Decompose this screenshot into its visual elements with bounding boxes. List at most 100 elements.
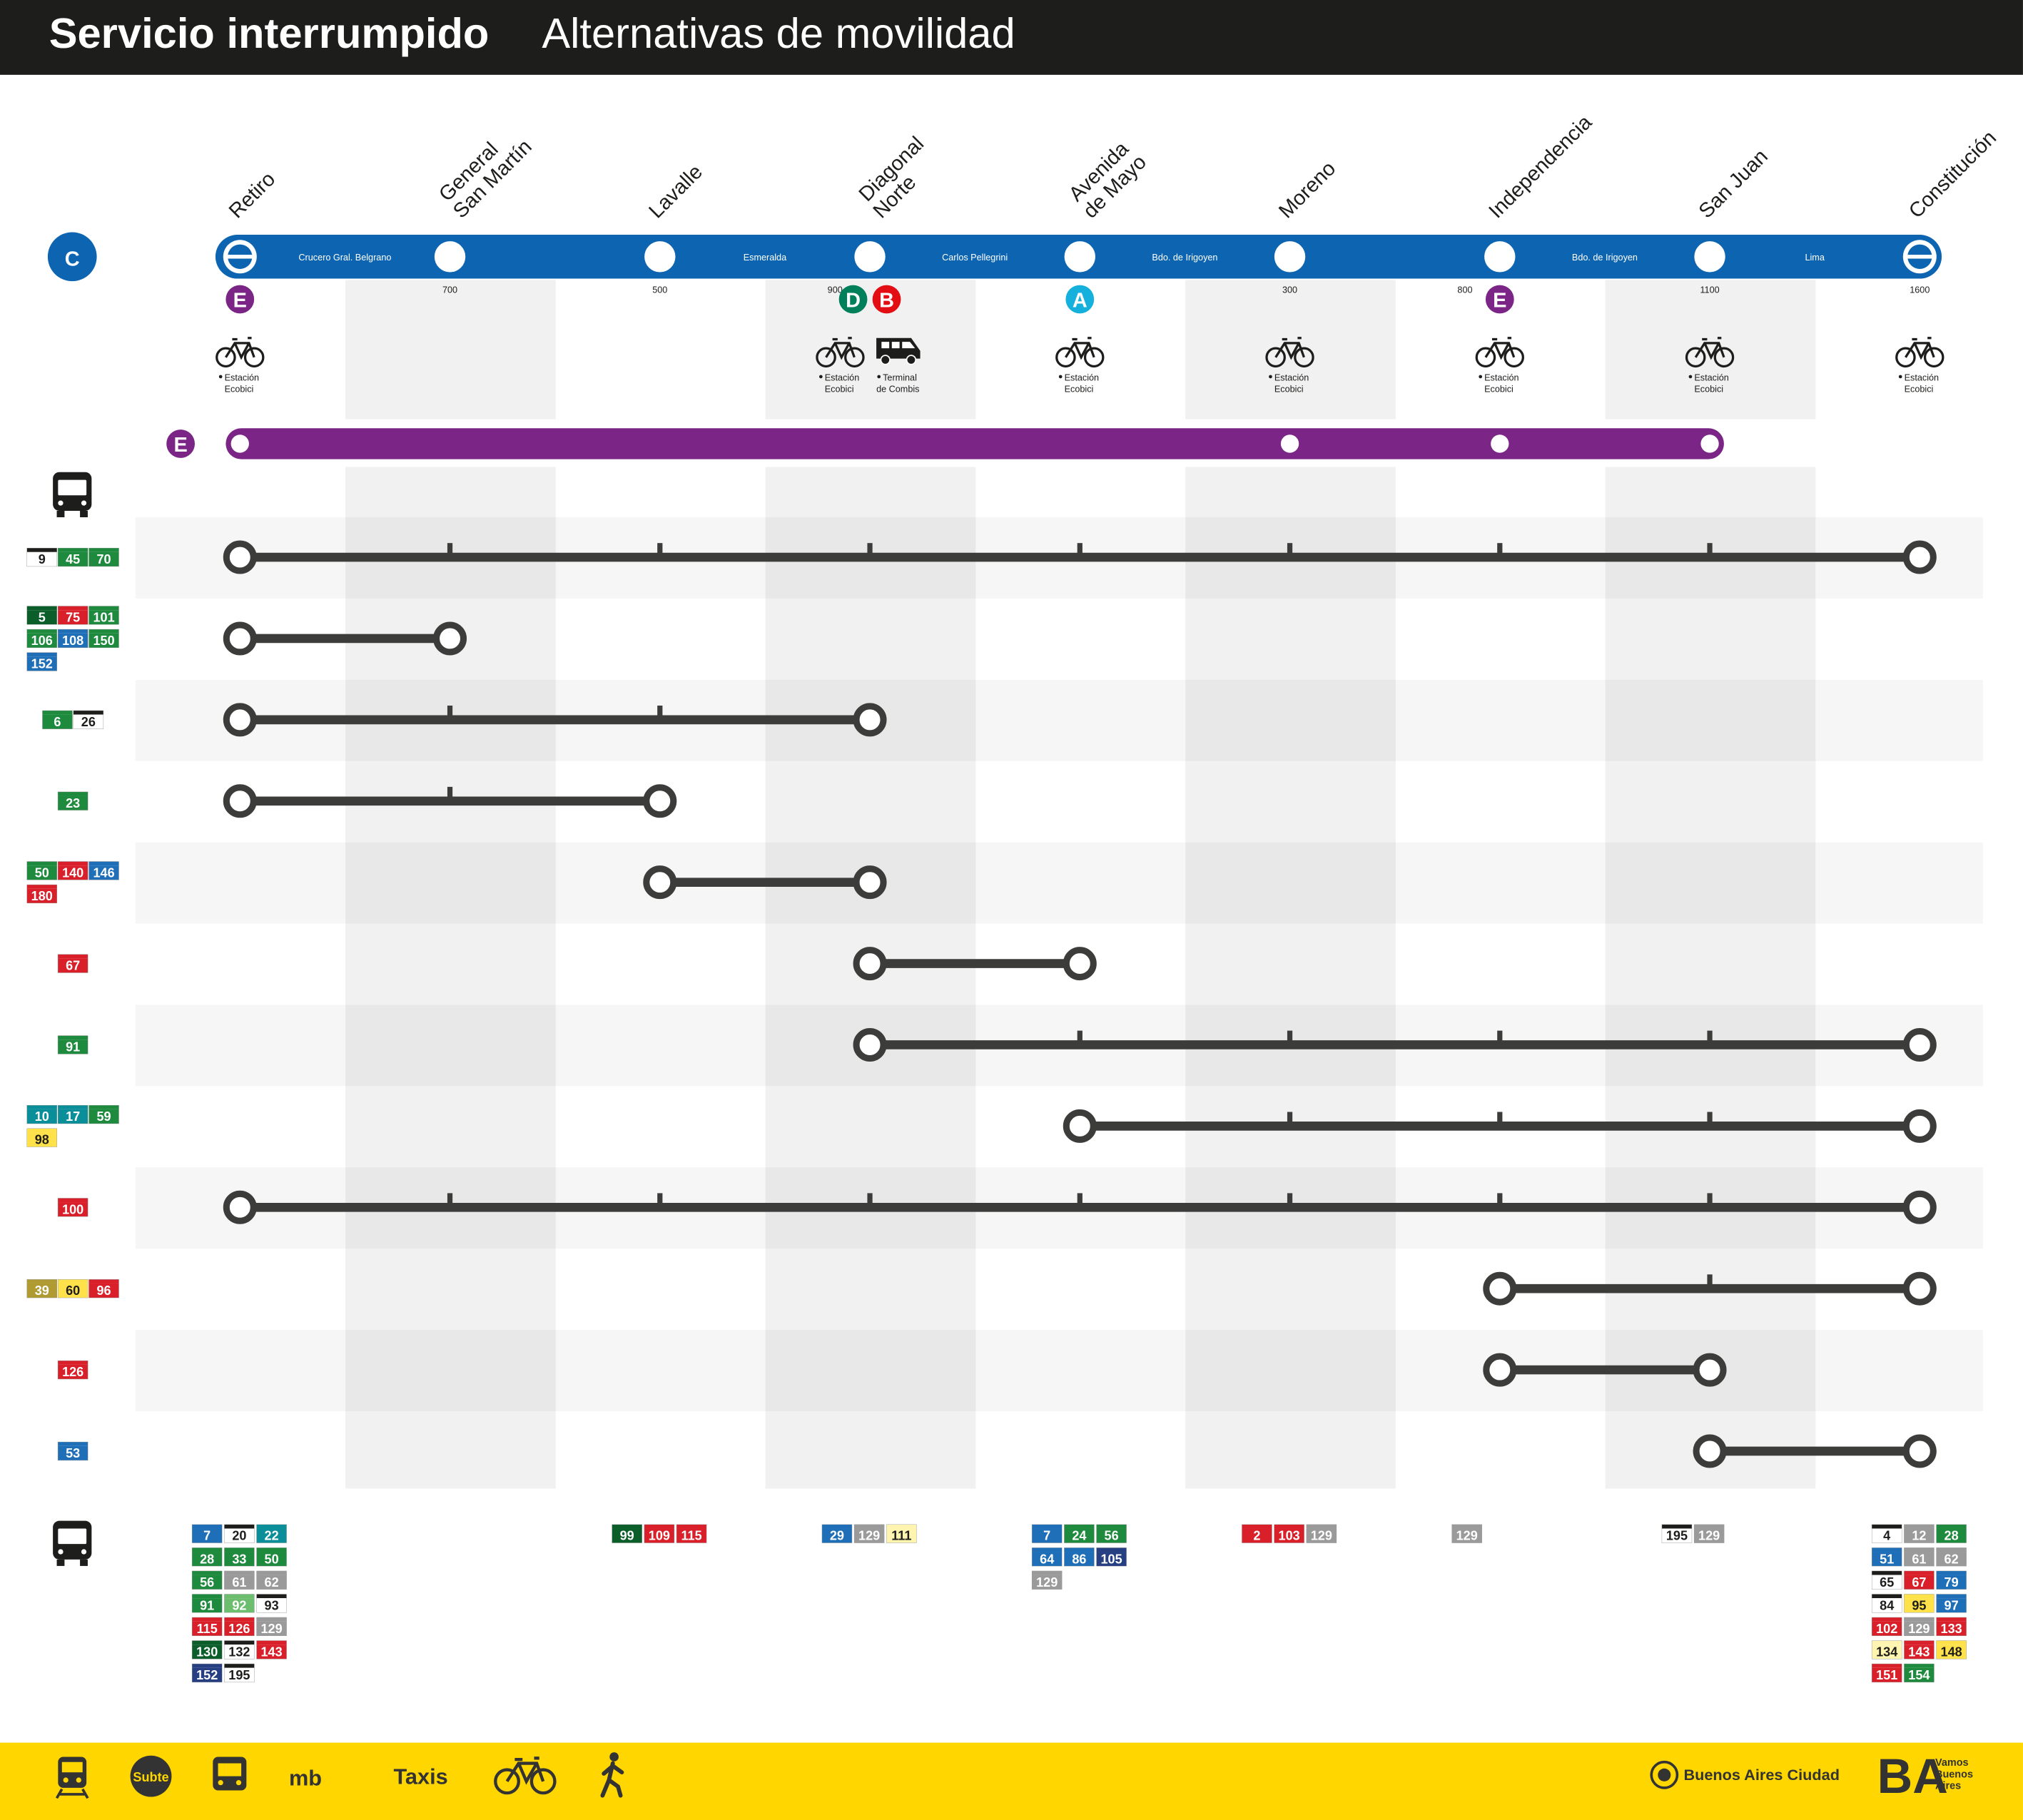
bus-route-endpoint [1483,1271,1517,1306]
badge-topbar [58,861,88,866]
badge-fill [224,1621,255,1636]
bus-route-number: 91 [66,1040,80,1054]
bus-route-number: 101 [93,610,114,624]
badge-topbar [88,606,119,611]
bus-route-endpoint [433,621,467,656]
badge-fill [1936,1644,1967,1659]
bike-wheel [1083,347,1105,368]
badge-fill [88,1283,119,1298]
bus-route-number: 115 [681,1529,702,1543]
station-dot [1484,241,1516,273]
bus-route-badge: 91 [191,1594,223,1613]
bus-route-badge: 60 [57,1279,88,1298]
bus-route-badge: 101 [88,606,119,625]
bus-route-badge: 20 [224,1524,255,1543]
header-bar: Servicio interrumpido Alternativas de mo… [0,0,2023,75]
bullet-dot [1269,375,1272,379]
bus-route-number: 20 [232,1529,246,1543]
bus-route-number: 95 [1912,1598,1926,1612]
bus-route-badge: 92 [224,1594,255,1613]
bus-route-badge: 61 [224,1570,255,1590]
bus-route-number: 7 [203,1529,211,1543]
bus-route-badge: 99 [612,1524,642,1543]
bus-route-number: 129 [1908,1622,1930,1636]
badge-topbar [58,1442,88,1446]
badge-topbar [88,1105,119,1109]
badge-fill [88,865,119,880]
badge-fill [1242,1528,1272,1543]
badge-fill [1904,1644,1935,1659]
ciudad-label: Buenos Aires Ciudad [1683,1766,1840,1784]
line-e-stop [230,434,249,453]
ecobici-label-line2: Ecobici [1694,385,1723,395]
badge-topbar [58,1361,88,1365]
station-number: 300 [1282,285,1297,295]
bus-route-number: 96 [96,1283,111,1298]
badge-fill [1064,1552,1095,1566]
van-wheel [880,355,891,365]
badge-fill [1032,1552,1062,1566]
segment-label: Esmeralda [744,253,787,263]
badge-topbar [644,1525,674,1529]
bus-route-badge: 84 [1871,1594,1902,1613]
bus-route-endpoint [1483,1353,1517,1387]
connection-letter: A [1073,289,1087,312]
bus-route-number: 97 [1945,1598,1959,1612]
bus-route-number: 111 [891,1529,911,1543]
badge-topbar [1242,1525,1272,1529]
bus-route-number: 59 [96,1109,111,1124]
badge-fill [58,1109,88,1124]
badge-fill [1096,1552,1127,1566]
bus-route-badge: 86 [1064,1547,1095,1567]
bus-route-number: 70 [96,552,111,566]
bus-route-badge: 129 [1693,1524,1725,1543]
badge-fill [1904,1575,1935,1590]
badge-topbar [1936,1594,1967,1599]
ba-logo-word: Vamos [1935,1757,1969,1769]
badge-fill [88,551,119,566]
connection-letter: B [879,289,894,312]
badge-topbar [1936,1617,1967,1622]
badge-fill [1936,1621,1967,1636]
station-dot [854,241,886,273]
station-dot [644,241,676,273]
bus-route-number: 56 [200,1575,214,1590]
bike-frame [1484,337,1516,360]
station-name: Moreno [1274,157,1340,223]
bus-route-number: 22 [265,1529,279,1543]
badge-fill [192,1598,222,1612]
terminal-station-bar [227,255,253,259]
badge-topbar [1872,1664,1902,1668]
connection-letter: E [233,289,247,312]
bus-route-number: 7 [1043,1529,1050,1543]
bus-route-number: 60 [66,1283,80,1298]
bike-frame [1274,337,1305,360]
ecobici-bike-icon [1475,337,1524,368]
badge-fill [73,714,103,729]
badge-topbar [26,1105,57,1109]
badge-fill [676,1528,706,1543]
ecobici-label-line2: Ecobici [1065,385,1094,395]
badge-topbar [854,1525,884,1529]
bus-route-endpoint [1902,1190,1937,1224]
bus-route-number: 51 [1880,1552,1894,1566]
bus-route-number: 151 [1876,1668,1897,1682]
bullet-dot [877,375,881,379]
badge-topbar [192,1664,222,1668]
train-window [61,1761,83,1773]
badge-fill [1936,1552,1967,1566]
bus-route-number: 28 [200,1552,214,1566]
bus-route-number: 106 [31,634,53,648]
badge-fill [58,1283,88,1298]
badge-fill [224,1644,255,1659]
bus-light [58,1549,64,1555]
line-e-track [225,428,1724,459]
bus-route-badge: 12 [1904,1524,1935,1543]
bus-window [58,479,87,496]
ecobici-label: Estación [225,372,259,382]
badge-topbar [26,1129,57,1133]
bus-route-number: 195 [228,1668,250,1682]
bullet-dot [1058,375,1063,379]
bike-frame [1065,337,1095,360]
